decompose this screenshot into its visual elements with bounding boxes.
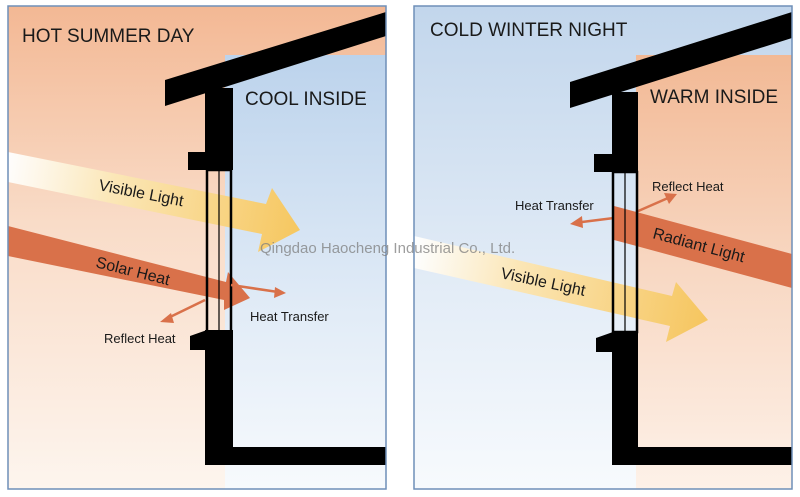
winter-visible-light-arrow	[414, 236, 708, 342]
winter-floor	[612, 447, 792, 465]
summer-floor	[205, 447, 386, 465]
winter-inside-label: WARM INSIDE	[650, 87, 778, 108]
summer-panel: HOT SUMMER DAY COOL INSIDE Visible Light…	[8, 6, 386, 489]
winter-panel: COLD WINTER NIGHT WARM INSIDE Reflect He…	[414, 6, 792, 489]
summer-panel-border	[7, 5, 387, 490]
summer-heat-transfer-arrow	[230, 283, 279, 294]
summer-solar-heat-arrow	[8, 226, 250, 310]
winter-reflect-heat-arrowhead	[664, 193, 677, 204]
summer-heat-transfer-label: Heat Transfer	[250, 309, 329, 324]
winter-title: COLD WINTER NIGHT	[430, 20, 628, 41]
winter-heat-transfer-label: Heat Transfer	[515, 198, 594, 213]
winter-panel-border	[413, 5, 793, 490]
winter-radiant-light-band	[614, 206, 792, 288]
summer-reflect-heat-label: Reflect Heat	[104, 331, 176, 346]
summer-upper-sill	[188, 152, 233, 170]
winter-reflect-heat-label: Reflect Heat	[652, 179, 724, 194]
winter-upper-sill	[594, 154, 638, 172]
summer-lower-wall	[205, 330, 233, 465]
summer-visible-light-arrow	[8, 152, 300, 252]
watermark-text: Qingdao Haocheng Industrial Co., Ltd.	[260, 240, 515, 257]
winter-reflect-heat-arrow	[635, 196, 669, 214]
summer-inside-area	[225, 55, 386, 489]
summer-title: HOT SUMMER DAY	[22, 26, 195, 47]
summer-reflect-heat-arrow	[167, 298, 206, 320]
summer-heat-transfer-arrowhead	[274, 287, 286, 298]
winter-roof	[570, 12, 792, 108]
winter-lower-wall	[612, 332, 638, 465]
summer-reflect-heat-arrowhead	[160, 313, 174, 323]
winter-heat-transfer-arrowhead	[570, 216, 583, 228]
summer-inside-label: COOL INSIDE	[245, 89, 367, 110]
summer-roof	[165, 12, 386, 106]
winter-heat-transfer-arrow	[581, 216, 615, 224]
